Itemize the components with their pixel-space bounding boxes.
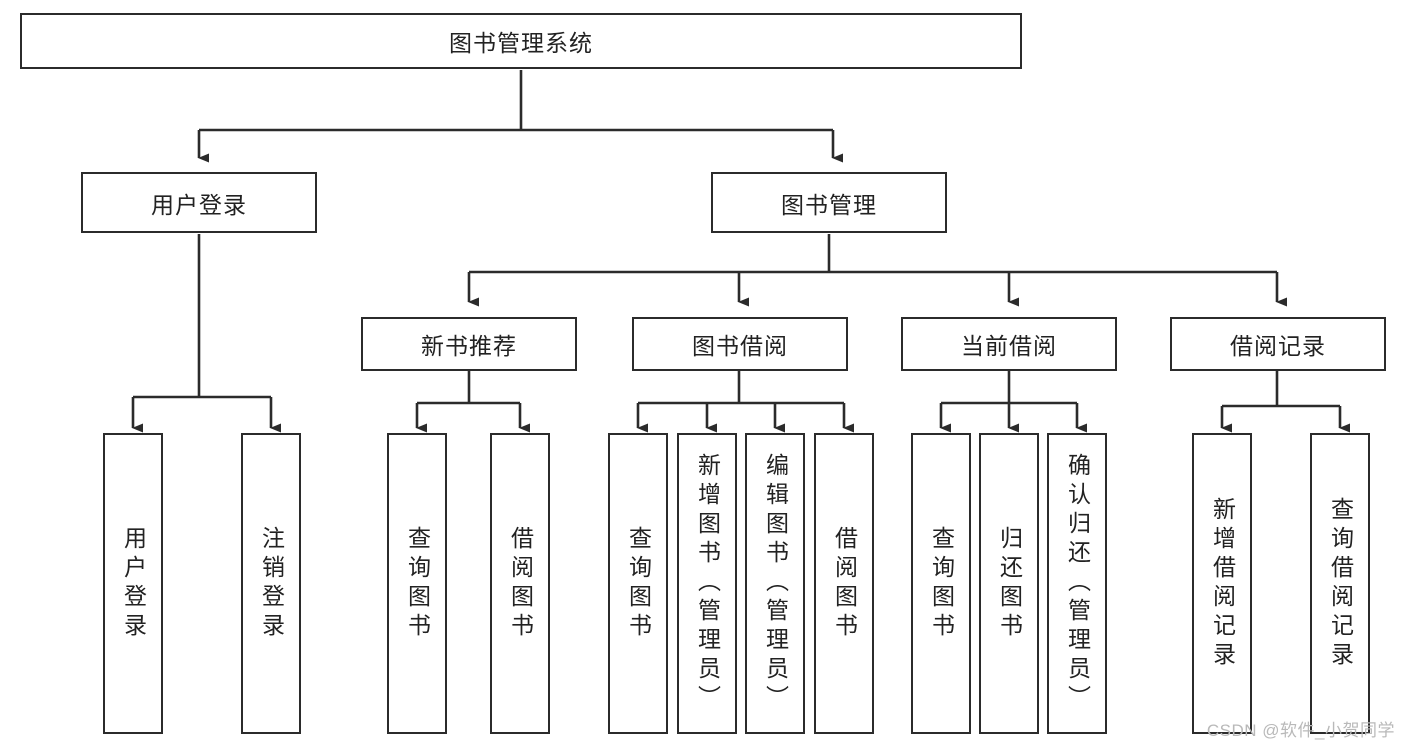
node-label: 查询图书 (625, 525, 652, 642)
node-label: 新增借阅记录 (1209, 496, 1236, 671)
node-book-management-system[interactable]: 图书管理系统 (20, 13, 1022, 69)
node-leaf-add-record[interactable]: 新增借阅记录 (1192, 433, 1252, 734)
node-label: 图书借阅 (692, 333, 788, 359)
node-new-book-recommend[interactable]: 新书推荐 (361, 317, 577, 371)
node-label: 确认归还（管理员） (1064, 453, 1091, 714)
node-leaf-return-book[interactable]: 归还图书 (979, 433, 1039, 734)
node-user-login[interactable]: 用户登录 (81, 172, 317, 233)
node-book-management[interactable]: 图书管理 (711, 172, 947, 233)
node-leaf-query-book-2[interactable]: 查询图书 (608, 433, 668, 734)
node-book-borrow[interactable]: 图书借阅 (632, 317, 848, 371)
node-leaf-add-book[interactable]: 新增图书（管理员） (677, 433, 737, 734)
node-label: 注销登录 (258, 525, 285, 642)
node-label: 当前借阅 (961, 333, 1057, 359)
node-label: 新书推荐 (421, 333, 517, 359)
node-leaf-query-book-3[interactable]: 查询图书 (911, 433, 971, 734)
node-label: 借阅图书 (831, 525, 858, 642)
node-label: 借阅图书 (507, 525, 534, 642)
node-label: 查询借阅记录 (1327, 496, 1354, 671)
node-label: 图书管理 (781, 191, 877, 218)
node-label: 查询图书 (928, 525, 955, 642)
node-leaf-user-login[interactable]: 用户登录 (103, 433, 163, 734)
node-label: 新增图书（管理员） (694, 453, 721, 714)
node-label: 图书管理系统 (449, 30, 593, 56)
node-leaf-borrow-book-1[interactable]: 借阅图书 (490, 433, 550, 734)
node-leaf-logout-login[interactable]: 注销登录 (241, 433, 301, 734)
node-label: 编辑图书（管理员） (762, 453, 789, 714)
node-leaf-borrow-book-2[interactable]: 借阅图书 (814, 433, 874, 734)
node-label: 用户登录 (151, 191, 247, 218)
node-label: 归还图书 (996, 525, 1023, 642)
node-leaf-query-record[interactable]: 查询借阅记录 (1310, 433, 1370, 734)
node-label: 查询图书 (404, 525, 431, 642)
node-label: 用户登录 (120, 525, 147, 642)
node-leaf-confirm-return[interactable]: 确认归还（管理员） (1047, 433, 1107, 734)
node-current-borrow[interactable]: 当前借阅 (901, 317, 1117, 371)
node-label: 借阅记录 (1230, 333, 1326, 359)
node-borrow-record[interactable]: 借阅记录 (1170, 317, 1386, 371)
node-leaf-edit-book[interactable]: 编辑图书（管理员） (745, 433, 805, 734)
node-leaf-query-book-1[interactable]: 查询图书 (387, 433, 447, 734)
